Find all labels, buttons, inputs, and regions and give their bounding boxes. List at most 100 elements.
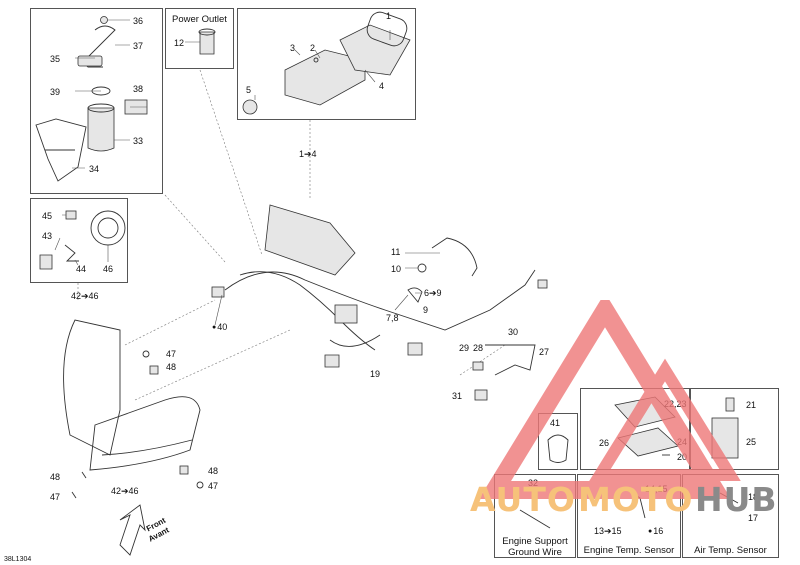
ring-46 <box>90 210 126 246</box>
headlight-left <box>63 319 121 456</box>
callout-47-b: 47 <box>50 492 61 502</box>
callout-41: 41 <box>550 418 561 428</box>
headlight-right <box>89 396 201 471</box>
callout-13-15: 13➔15 <box>594 526 622 536</box>
screw-2 <box>313 57 319 63</box>
callout-22-23: 22,23 <box>664 399 687 409</box>
grommet-7-8 <box>407 287 423 303</box>
screw-47b <box>196 481 204 489</box>
box-headlight-group <box>30 198 128 283</box>
callout-36: 36 <box>133 16 144 26</box>
front-arrow-shape <box>119 504 146 556</box>
callout-21: 21 <box>746 400 757 410</box>
box-sensor-41 <box>538 413 578 470</box>
clip-44 <box>64 244 79 262</box>
callout-4: 4 <box>379 81 385 91</box>
gauge-5 <box>242 99 258 115</box>
callout-47-a: 47 <box>166 349 177 359</box>
callout-5: 5 <box>246 85 252 95</box>
box-engine-support-ground <box>494 474 576 558</box>
box-fuse-group <box>690 388 779 470</box>
instrument-cluster <box>264 204 356 276</box>
callout-7-8: 7,8 <box>386 313 399 323</box>
filter-33 <box>87 107 115 152</box>
callout-40: 40 <box>212 322 227 333</box>
callout-3: 3 <box>290 43 296 53</box>
callout-25: 25 <box>746 437 757 447</box>
power-outlet-12 <box>199 31 215 55</box>
callout-26: 26 <box>599 438 610 448</box>
connector-c <box>537 279 548 289</box>
callout-47-c: 47 <box>208 481 219 491</box>
seal-1 <box>366 11 408 47</box>
watermark-moto: MOTO <box>578 480 694 519</box>
watermark-logo: AUTO MOTO HUB <box>470 300 800 530</box>
figure-code: 38L1304 <box>4 556 32 563</box>
callout-35: 35 <box>50 54 61 64</box>
connector-a <box>324 354 340 368</box>
callout-30: 30 <box>508 327 519 337</box>
callout-6-9: 6➔9 <box>424 288 442 298</box>
callout-48-b: 48 <box>50 472 61 482</box>
callout-44: 44 <box>76 264 87 274</box>
callout-38: 38 <box>133 84 144 94</box>
watermark-triangle-icon <box>478 300 741 499</box>
nut-47 <box>142 350 150 358</box>
cluster-4 <box>339 24 411 76</box>
callout-37: 37 <box>133 41 144 51</box>
callout-43: 43 <box>42 231 53 241</box>
callout-27: 27 <box>539 347 550 357</box>
connector-31 <box>474 389 488 401</box>
clip-28 <box>472 361 484 371</box>
air-temp-sensor-title: Air Temp. Sensor <box>694 545 767 556</box>
connector-40 <box>211 286 225 298</box>
callout-17: 17 <box>748 513 759 523</box>
bracket-27 <box>485 344 536 376</box>
bracket-34 <box>35 118 87 182</box>
callout-29: 29 <box>459 343 470 353</box>
fuse-21 <box>725 397 735 412</box>
bulb-43 <box>39 254 53 270</box>
callout-46: 46 <box>103 264 114 274</box>
callout-31: 31 <box>452 391 463 401</box>
grommet-48b <box>179 465 189 475</box>
callout-34: 34 <box>89 164 100 174</box>
callout-12: 12 <box>174 38 185 48</box>
power-outlet-title: Power Outlet <box>172 14 227 25</box>
callout-19: 19 <box>370 369 381 379</box>
watermark-hub: HUB <box>695 480 778 519</box>
callout-9: 9 <box>423 305 429 315</box>
bezel-3 <box>284 49 366 106</box>
callout-1: 1 <box>386 11 392 21</box>
engine-support-ground-title: Engine Support Ground Wire <box>502 536 568 558</box>
connector-b <box>407 342 423 356</box>
box-oil-pressure-group <box>30 8 163 194</box>
engine-temp-sensor-title: Engine Temp. Sensor <box>583 545 675 556</box>
relay-box <box>334 304 358 324</box>
callout-48-c: 48 <box>208 466 219 476</box>
callout-16: 16 <box>648 526 663 537</box>
cap-45 <box>65 210 77 220</box>
callout-10: 10 <box>391 264 402 274</box>
nut-10 <box>417 263 427 273</box>
callout-2: 2 <box>310 43 316 53</box>
callout-39: 39 <box>50 87 61 97</box>
callout-33: 33 <box>133 136 144 146</box>
callout-48-a: 48 <box>166 362 177 372</box>
callout-42-46-b: 42➔46 <box>111 486 139 496</box>
callout-18: 18 <box>748 492 759 502</box>
callout-42-46-a: 42➔46 <box>71 291 99 301</box>
grommet-48 <box>149 365 159 375</box>
callout-1-4: 1➔4 <box>299 149 317 159</box>
sensor-41 <box>547 434 569 463</box>
screw-36 <box>100 16 108 24</box>
callout-45: 45 <box>42 211 53 221</box>
sensor-35 <box>77 55 103 67</box>
box-power-outlet <box>165 8 234 69</box>
cable-11 <box>431 237 478 277</box>
callout-28: 28 <box>473 343 484 353</box>
ground-wire-32 <box>519 509 551 529</box>
callout-11: 11 <box>391 247 401 257</box>
watermark-auto: AUTO <box>470 480 576 519</box>
